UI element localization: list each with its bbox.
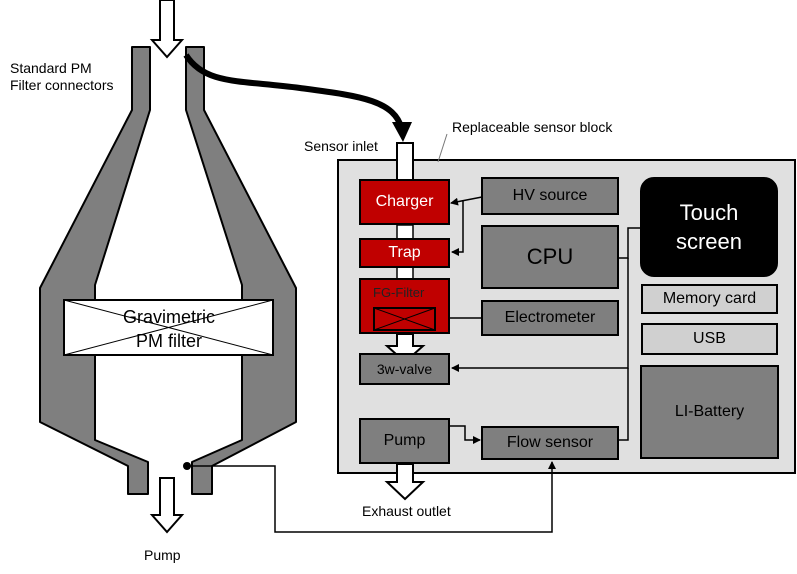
sampling-tube-arrowhead [392, 122, 412, 142]
pressure-line [187, 461, 556, 533]
hv-to-trap-arrow [451, 200, 464, 256]
filter-outlet-arrow [149, 477, 185, 534]
usb: USB [641, 323, 778, 355]
three-way-valve: 3w-valve [359, 353, 450, 385]
memory-card: Memory card [641, 284, 778, 314]
sampling-tube [183, 53, 405, 131]
filter-connectors-label: Standard PM Filter connectors [10, 60, 114, 93]
gravimetric-filter-label: Gravimetric PM filter [122, 307, 215, 351]
filter-housing-right-wall [185, 46, 297, 495]
sensor-block-callout [437, 133, 448, 163]
touch-screen: Touch screen [640, 177, 778, 277]
exhaust-outlet-arrow [384, 463, 426, 501]
filter-housing-left-wall [39, 46, 151, 495]
gravimetric-filter-cross [63, 299, 274, 356]
trap: Trap [359, 238, 450, 268]
flow-sensor: Flow sensor [481, 426, 619, 460]
sensor-inlet-label: Sensor inlet [304, 138, 378, 154]
li-battery: LI-Battery [640, 365, 779, 459]
cpu-to-touchscreen-line [618, 227, 641, 259]
exhaust-outlet-label: Exhaust outlet [362, 503, 451, 519]
fg-filter-element [373, 307, 436, 331]
electrometer: Electrometer [481, 300, 619, 336]
filter-inlet-arrow [149, 0, 185, 59]
fg-filter-label: FG-Filter [373, 285, 425, 300]
sensor-block-label: Replaceable sensor block [452, 119, 613, 135]
pump-label: Pump [144, 547, 181, 563]
pump-component: Pump [359, 418, 450, 464]
hv-to-charger-arrow [450, 196, 483, 206]
hv-source: HV source [481, 177, 619, 215]
charger: Charger [359, 179, 450, 225]
pump-to-flow-sensor-arrow [449, 425, 481, 444]
sensor-inlet-tube [396, 142, 414, 182]
cpu: CPU [481, 225, 619, 289]
internal-flow-tube [396, 224, 414, 240]
flow-sensor-to-cpu-line [618, 368, 629, 441]
